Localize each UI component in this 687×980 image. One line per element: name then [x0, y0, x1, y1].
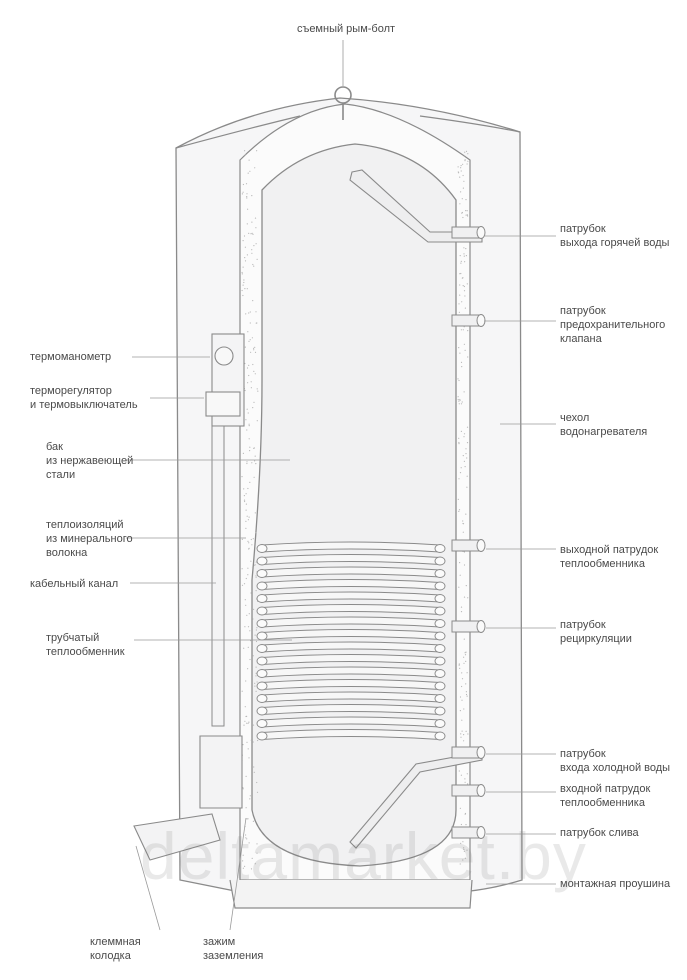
label-eyebolt: съемный рым-болт — [296, 23, 396, 35]
label-hx-inlet: входной патрудок теплообменника — [560, 783, 651, 809]
coil-turn-end — [256, 644, 268, 653]
coil-turn-end — [256, 544, 268, 553]
coil-turn-end — [256, 619, 268, 628]
label-safety-valve: патрубок предохранительного клапана — [560, 305, 666, 345]
coil-turn-end — [256, 731, 268, 741]
coil-turn-end — [434, 681, 446, 691]
coil-turn-end — [256, 681, 268, 691]
coil-turn-end — [434, 569, 446, 578]
label-terminal-block: клеммная колодка — [90, 936, 141, 962]
coil-turn-end — [434, 656, 446, 666]
cold-inlet-nozzle — [451, 746, 486, 759]
coil-turn-end — [256, 719, 268, 728]
jacket-top-rim — [175, 115, 521, 149]
coil-turn-end — [434, 544, 446, 553]
leader-line — [135, 845, 161, 931]
safety-valve-nozzle — [451, 314, 486, 327]
label-mounting-eye: монтажная проушина — [560, 878, 671, 890]
recirculation-nozzle — [451, 620, 486, 633]
leader-line — [229, 817, 247, 931]
coil-turn-end — [256, 556, 268, 566]
coil-turn-end — [434, 581, 446, 591]
hot-outlet-nozzle — [451, 226, 486, 239]
drain-nozzle — [451, 826, 486, 839]
label-recirculation: патрубок рециркуляции — [560, 619, 632, 645]
label-thermostat: терморегулятор и термовыключатель — [30, 385, 138, 411]
coil-turn-end — [256, 594, 268, 603]
label-jacket: чехол водонагревателя — [560, 412, 648, 438]
coil-turn-end — [434, 706, 446, 716]
coil-turn-end — [256, 694, 268, 703]
cold-water-pipe — [349, 751, 483, 849]
coil-turn-end — [434, 719, 446, 728]
watermark: deltamarket.by — [140, 819, 587, 893]
label-hx-outlet: выходной патрудок теплообменника — [560, 544, 659, 570]
coil-turn-end — [434, 556, 446, 566]
coil-turn-end — [434, 669, 446, 678]
coil-turn-end — [256, 669, 268, 678]
cable-channel-strip — [211, 425, 225, 727]
hx-inlet-nozzle — [451, 784, 486, 797]
coil-turn-end — [434, 631, 446, 641]
coil-turn-end — [256, 606, 268, 616]
label-drain: патрубок слива — [560, 827, 639, 839]
thermomanometer-dial — [214, 346, 234, 366]
leader-lines — [126, 40, 556, 931]
nozzles — [451, 226, 486, 839]
coil-turn-end — [434, 594, 446, 603]
label-hot-outlet: патрубок выхода горячей воды — [560, 223, 670, 249]
tubular-heat-exchanger — [256, 541, 446, 741]
coil-turn-end — [256, 656, 268, 666]
label-thermomanometer: термоманометр — [30, 351, 112, 363]
label-tank: бак из нержавеющей стали — [46, 441, 134, 481]
tank-base — [229, 879, 473, 909]
coil-turn-end — [256, 706, 268, 716]
coil-turn-end — [434, 606, 446, 616]
label-ground-clamp: зажим заземления — [203, 936, 264, 962]
coil-turn-end — [434, 694, 446, 703]
coil-turn-end — [256, 569, 268, 578]
coil-turn-end — [434, 731, 446, 741]
label-heat-exchanger: трубчатый теплообменник — [46, 632, 125, 658]
label-cold-inlet: патрубок входа холодной воды — [560, 748, 671, 774]
coil-turn-end — [434, 619, 446, 628]
coil-turn-end — [256, 631, 268, 641]
terminal-box — [133, 735, 243, 861]
label-cable-channel: кабельный канал — [30, 578, 119, 590]
tank-shell — [251, 143, 457, 867]
thermostat-box — [205, 391, 241, 417]
hx-outlet-nozzle — [451, 539, 486, 552]
coil-turn-end — [256, 581, 268, 591]
coil-turn-end — [434, 644, 446, 653]
label-insulation: теплоизоляций из минерального волокна — [46, 519, 133, 559]
